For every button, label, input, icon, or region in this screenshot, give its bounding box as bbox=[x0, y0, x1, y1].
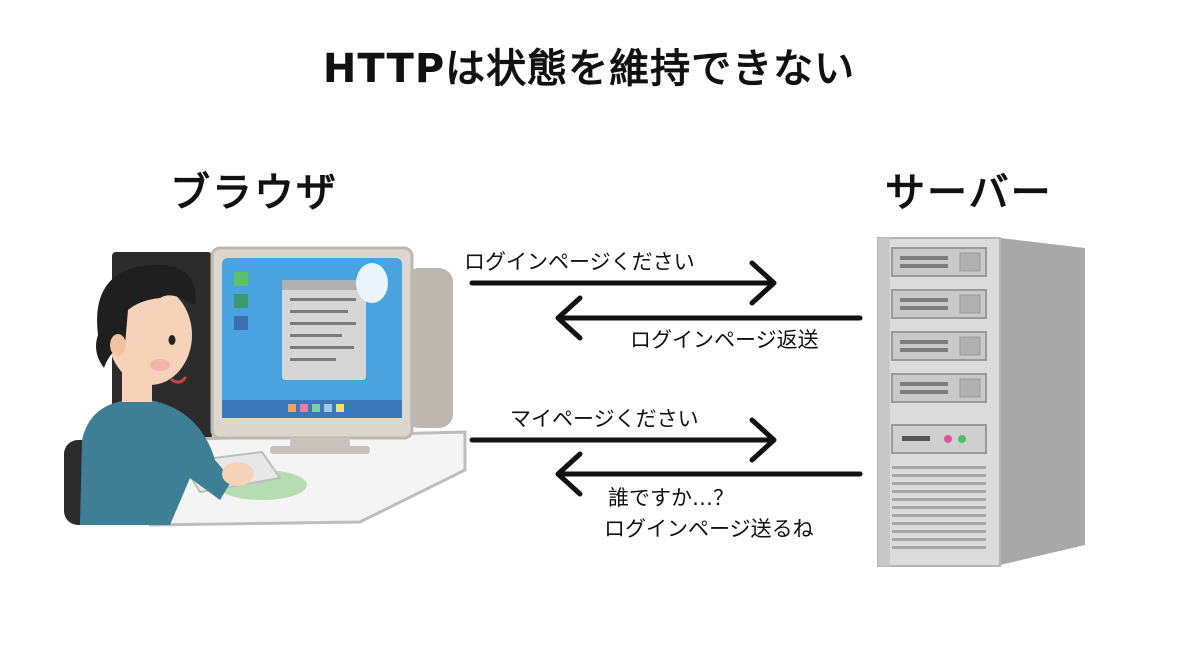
server-label: サーバー bbox=[885, 170, 1053, 216]
message-request-mypage: マイページください bbox=[510, 407, 699, 431]
message-request-login: ログインページください bbox=[464, 250, 695, 274]
message-response-login: ログインページ返送 bbox=[630, 328, 819, 352]
arrow-response-who bbox=[555, 451, 863, 497]
message-response-who-line2: ログインページ送るね bbox=[604, 517, 814, 541]
arrow-response-login bbox=[555, 295, 863, 341]
message-response-who-line1: 誰ですか…？ bbox=[608, 486, 734, 510]
person-at-computer-icon bbox=[64, 246, 467, 527]
server-tower-icon bbox=[877, 237, 1085, 567]
browser-label: ブラウザ bbox=[170, 170, 338, 216]
arrow-request-login bbox=[469, 260, 777, 306]
arrow-request-mypage bbox=[469, 417, 777, 463]
page-title: HTTPは状態を維持できない bbox=[322, 46, 856, 92]
